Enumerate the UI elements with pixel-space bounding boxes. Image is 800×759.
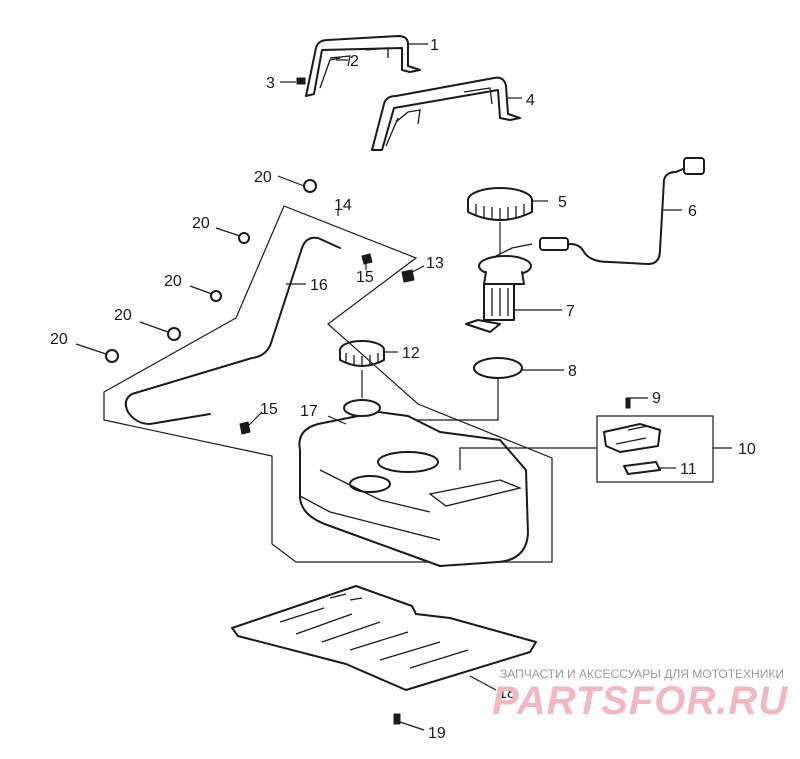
clamp-20-e (75, 343, 119, 363)
clamp-20-c (189, 285, 222, 302)
o-ring (403, 357, 564, 430)
callout-3: 3 (266, 75, 275, 92)
clip-15-upper (361, 253, 373, 270)
callout-16: 16 (310, 277, 328, 294)
screw-3 (280, 77, 306, 85)
lock-ring (467, 187, 548, 221)
callout-8: 8 (568, 363, 577, 380)
watermark-brand: PARTSFOR.RU (492, 679, 788, 723)
vent-line-outline (103, 205, 553, 563)
callout-6: 6 (688, 203, 697, 220)
callout-5: 5 (558, 194, 567, 211)
filler-cap (339, 340, 398, 398)
skid-plate (231, 585, 537, 691)
callout-18: 18 (498, 685, 516, 702)
clamp-20-a (277, 175, 317, 193)
callout-4: 4 (526, 92, 535, 109)
clip-13 (401, 265, 425, 283)
callout-20-d: 20 (114, 307, 132, 324)
clip-15-lower (239, 411, 263, 435)
vent-hose (124, 236, 341, 425)
fuel-pump (465, 222, 562, 333)
callout-15-lower: 15 (260, 401, 278, 418)
callout-12: 12 (402, 345, 420, 362)
fuel-hose (539, 157, 705, 265)
callout-20-a: 20 (254, 169, 272, 186)
callout-11: 11 (680, 461, 697, 478)
callout-2: 2 (350, 53, 359, 70)
callout-10: 10 (738, 441, 756, 458)
callout-9: 9 (652, 390, 661, 407)
clamp-20-b (215, 227, 250, 244)
bracket-large (371, 76, 522, 151)
callout-14: 14 (334, 197, 352, 214)
callout-19: 19 (428, 725, 446, 742)
callout-20-b: 20 (192, 215, 210, 232)
fuel-tank (298, 399, 529, 567)
watermark-tagline: ЗАПЧАСТИ И АКСЕССУАРЫ ДЛЯ МОТОТЕХНИКИ (500, 667, 784, 681)
bolt-19 (393, 713, 425, 731)
callout-13: 13 (426, 255, 444, 272)
callout-15-upper: 15 (356, 269, 374, 286)
callout-20-e: 20 (50, 331, 68, 348)
clamp-20-d (139, 321, 181, 341)
callout-17: 17 (300, 403, 318, 420)
callout-7: 7 (566, 303, 575, 320)
sender-assembly (459, 397, 732, 483)
bracket-small (305, 35, 428, 97)
callout-20-c: 20 (164, 273, 182, 290)
callout-1: 1 (430, 37, 439, 54)
